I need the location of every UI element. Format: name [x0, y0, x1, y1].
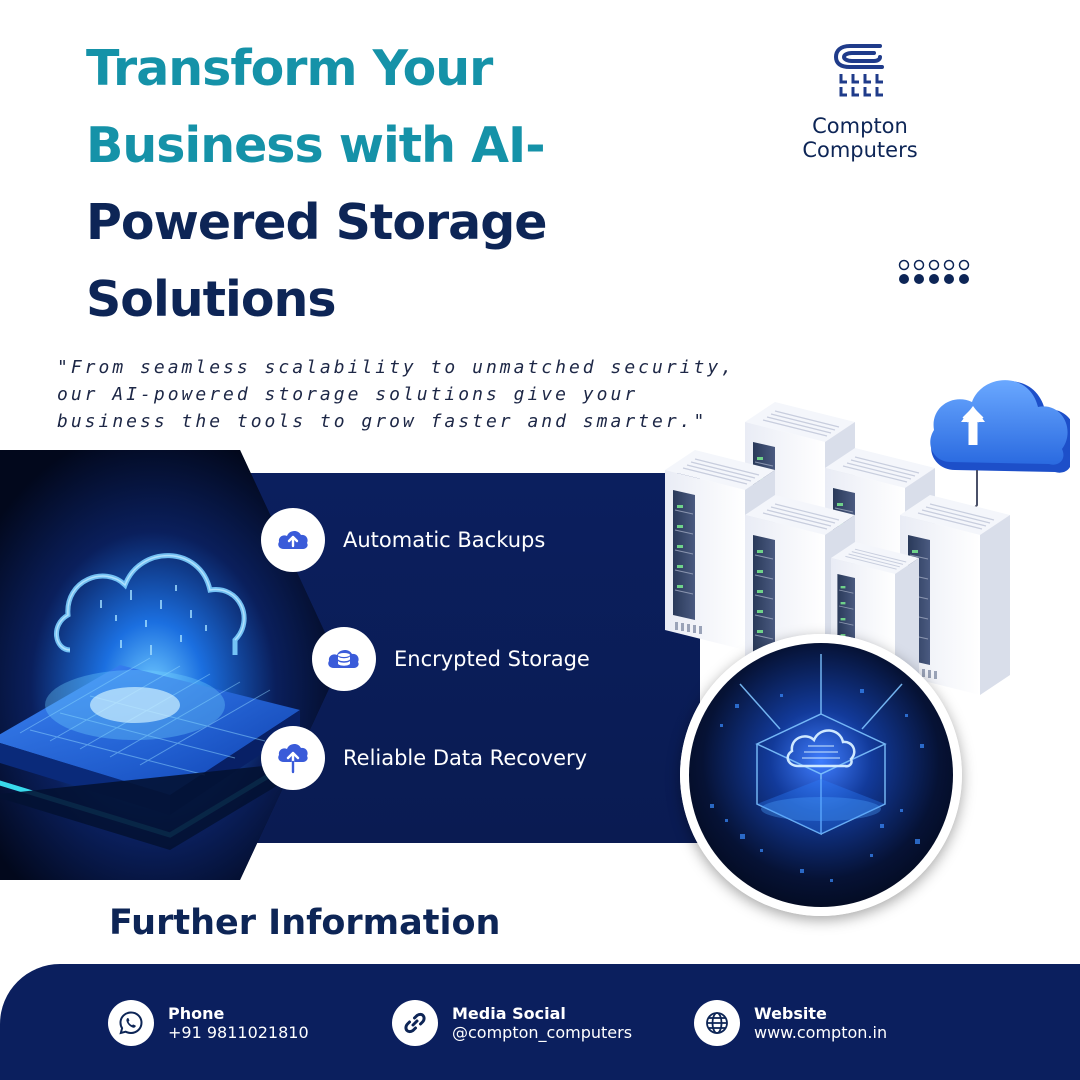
feature-label: Reliable Data Recovery	[343, 746, 588, 770]
headline-line-2: Business with AI-	[86, 117, 546, 174]
contact-title: Media Social	[452, 1004, 566, 1023]
cloud-arrow-icon	[278, 743, 308, 774]
brand-name: Compton Computers	[802, 114, 918, 162]
contact-icon-badge	[392, 1000, 438, 1046]
feature-label: Encrypted Storage	[394, 647, 590, 671]
globe-icon	[706, 1012, 728, 1034]
further-information-heading: Further Information	[109, 903, 501, 943]
tagline-quote: "From seamless scalability to unmatched …	[57, 357, 736, 432]
contact-footer	[0, 964, 1080, 1080]
contact-media-social[interactable]: Media Social @compton_computers	[392, 1000, 632, 1046]
contact-title: Phone	[168, 1004, 225, 1023]
cyber-cloud-image	[680, 634, 962, 916]
headline-line-4: Solutions	[86, 271, 337, 328]
contact-website[interactable]: Website www.compton.in	[694, 1000, 887, 1046]
server-racks-image	[665, 380, 1070, 700]
contact-text: Media Social @compton_computers	[452, 1004, 632, 1042]
contact-value: @compton_computers	[452, 1023, 633, 1042]
contact-icon-badge	[694, 1000, 740, 1046]
headline-line-3: Powered Storage	[86, 194, 548, 251]
decorative-dots	[898, 259, 970, 284]
feature-icon-badge	[312, 627, 376, 691]
contact-value: www.compton.in	[754, 1023, 888, 1042]
page-headline: Transform Your Business with AI- Powered…	[86, 30, 646, 338]
feature-encrypted-storage: Encrypted Storage	[312, 627, 590, 691]
contact-title: Website	[754, 1004, 827, 1023]
contact-icon-badge	[108, 1000, 154, 1046]
whatsapp-icon	[119, 1011, 143, 1035]
contact-phone[interactable]: Phone +91 9811021810	[108, 1000, 309, 1046]
feature-label: Automatic Backups	[343, 528, 546, 552]
cloud-upload-icon	[278, 530, 308, 549]
brand-emblem-icon	[833, 44, 884, 97]
feature-icon-badge	[261, 508, 325, 572]
feature-automatic-backups: Automatic Backups	[261, 508, 545, 572]
contact-text: Phone +91 9811021810	[168, 1004, 309, 1042]
brand-logo: Compton Computers	[790, 36, 930, 162]
feature-reliable-data-recovery: Reliable Data Recovery	[261, 726, 587, 790]
contact-value: +91 9811021810	[168, 1023, 309, 1042]
feature-icon-badge	[261, 726, 325, 790]
cloud-database-icon	[328, 649, 359, 668]
ai-cloud-chip-image	[0, 450, 340, 880]
contact-text: Website www.compton.in	[754, 1004, 887, 1042]
link-icon	[404, 1012, 426, 1034]
headline-line-1: Transform Your	[86, 40, 493, 97]
